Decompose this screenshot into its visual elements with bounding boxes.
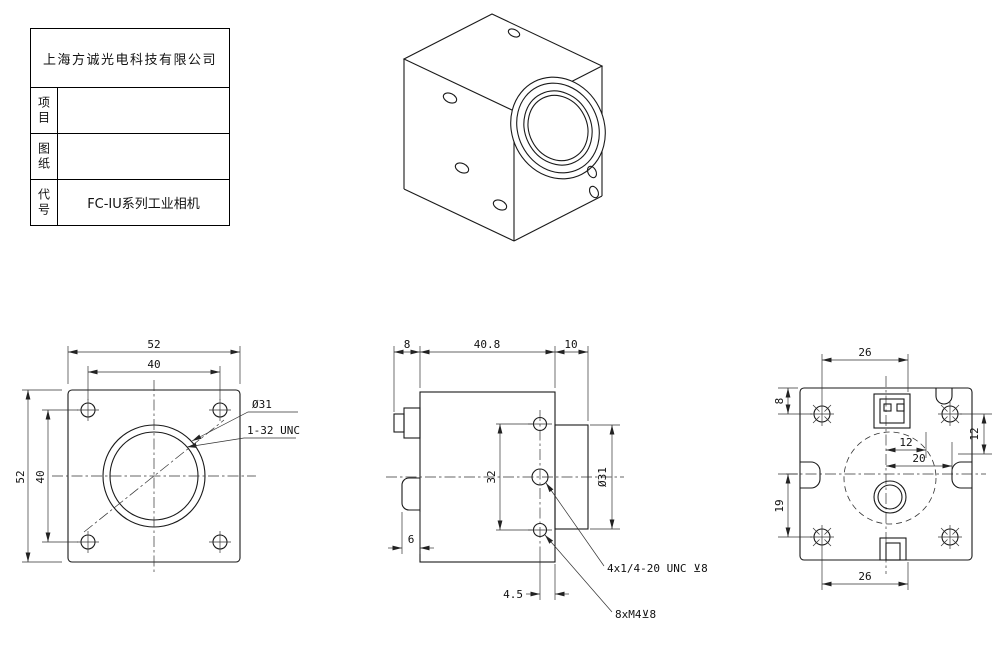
dim-inner-width-label: 40 [147,358,160,371]
rear-dimensions: 26 26 8 19 12 12 [773,346,992,590]
dim-center-small-label: 12 [899,436,912,449]
lens-diameter-label: Ø31 [252,398,272,411]
project-row-label: 项目 [31,88,58,133]
front-centerlines [52,380,256,572]
dim-outer-height-label: 52 [14,470,27,483]
dim-center-hole-label: 19 [773,499,786,512]
dim-connector-offset-label: 6 [408,533,415,546]
rear-center-hole-outer [873,480,907,514]
dim-connector-depth-label: 8 [404,338,411,351]
rear-edge-slots [800,388,972,561]
code-row-label: 代号 [31,180,58,225]
front-leaders: Ø31 1-32 UNC [186,398,300,448]
drawing-row-label: 图纸 [31,134,58,179]
title-block-row-project: 项目 [31,88,229,134]
side-dimensions: 8 40.8 10 32 Ø31 6 [388,338,620,601]
dim-bottom-width-label: 26 [858,570,871,583]
dim-right-offset-label: 12 [968,427,981,440]
tripod-thread-note: 4x1/4-20 UNC ⊻8 [607,562,708,575]
m4-thread-note: 8xM4⊻8 [615,608,656,621]
rear-center-hole-inner [877,484,903,510]
dim-hole-edge-offset-label: 4.5 [503,588,523,601]
front-view: 52 40 52 40 Ø31 1-32 UNC [14,338,300,572]
dim-edge-offset-label: 8 [773,398,786,405]
dim-flange-length-label: 10 [564,338,577,351]
company-name: 上海方诚光电科技有限公司 [31,29,229,88]
title-block-row-code: 代号 FC-IU系列工业相机 [31,180,229,225]
isometric-view [402,13,606,242]
dim-top-width-label: 26 [858,346,871,359]
iso-mounting-holes [442,28,600,211]
lens-thread-label: 1-32 UNC [247,424,300,437]
dim-body-length-label: 40.8 [474,338,501,351]
title-block: 上海方诚光电科技有限公司 项目 图纸 代号 FC-IU系列工业相机 [30,28,230,226]
rear-centerlines [786,376,986,574]
dim-center-large-label: 20 [912,452,925,465]
front-corner-holes [77,399,231,553]
rear-bolt-circle [843,431,937,525]
dim-flange-diameter-label: Ø31 [596,467,609,487]
side-view: 8 40.8 10 32 Ø31 6 [386,338,708,621]
front-dimensions: 52 40 52 40 [14,338,241,563]
side-connectors [393,407,421,511]
rear-corner-screws [810,402,962,549]
iso-lens-mount [510,76,606,180]
dim-outer-width-label: 52 [147,338,160,351]
title-block-row-drawing: 图纸 [31,134,229,180]
rear-connector-cutout [873,393,911,429]
side-thread-notes: 4x1/4-20 UNC ⊻8 8xM4⊻8 [544,482,708,621]
side-centerlines [386,410,624,600]
rear-view: 26 26 8 19 12 12 [773,346,992,590]
dim-hole-spacing-label: 32 [485,470,498,483]
code-row-value: FC-IU系列工业相机 [87,197,200,212]
dim-inner-height-label: 40 [34,470,47,483]
